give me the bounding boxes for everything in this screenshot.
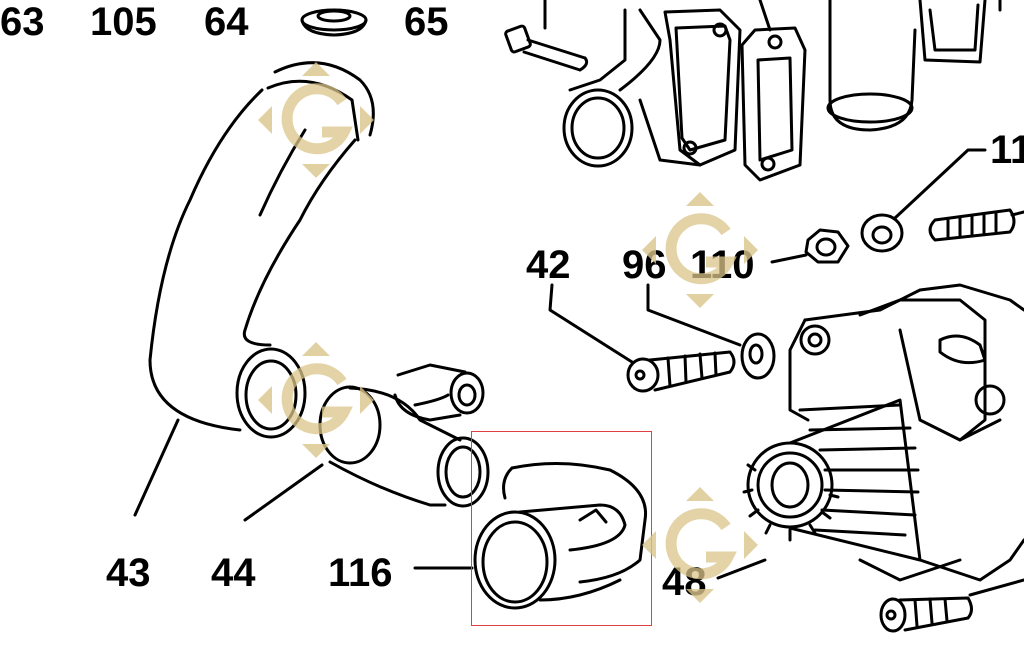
callout-65[interactable]: 65: [404, 0, 449, 44]
top-bolt-part[interactable]: [504, 0, 589, 72]
callout-11[interactable]: 11: [990, 128, 1024, 172]
upper-hose-part[interactable]: [133, 61, 375, 517]
lower-hose-part[interactable]: [243, 363, 490, 522]
washer-96-part[interactable]: [646, 283, 776, 380]
grommet-part[interactable]: [300, 8, 368, 37]
callout-116[interactable]: 116: [328, 551, 393, 595]
upper-pipe-part[interactable]: [826, 0, 1002, 132]
stud-part[interactable]: [928, 208, 1024, 242]
callout-44[interactable]: 44: [211, 551, 256, 595]
callout-64[interactable]: 64: [204, 0, 249, 44]
thermostat-housing-part[interactable]: [562, 8, 742, 168]
nut-part[interactable]: [770, 228, 850, 264]
callout-105[interactable]: 105: [90, 0, 157, 44]
callout-63[interactable]: 63: [0, 0, 45, 44]
callout-96[interactable]: 96: [622, 243, 667, 287]
bolt-part[interactable]: [548, 283, 736, 393]
washer-part[interactable]: [860, 148, 987, 253]
gasket-part[interactable]: [740, 0, 807, 182]
callout-110[interactable]: 110: [690, 243, 755, 287]
bottom-bolt-part[interactable]: [879, 578, 1024, 633]
callout-48[interactable]: 48: [662, 560, 707, 604]
callout-43[interactable]: 43: [106, 551, 151, 595]
callout-42[interactable]: 42: [526, 243, 571, 287]
water-pump-part[interactable]: [716, 283, 1024, 582]
